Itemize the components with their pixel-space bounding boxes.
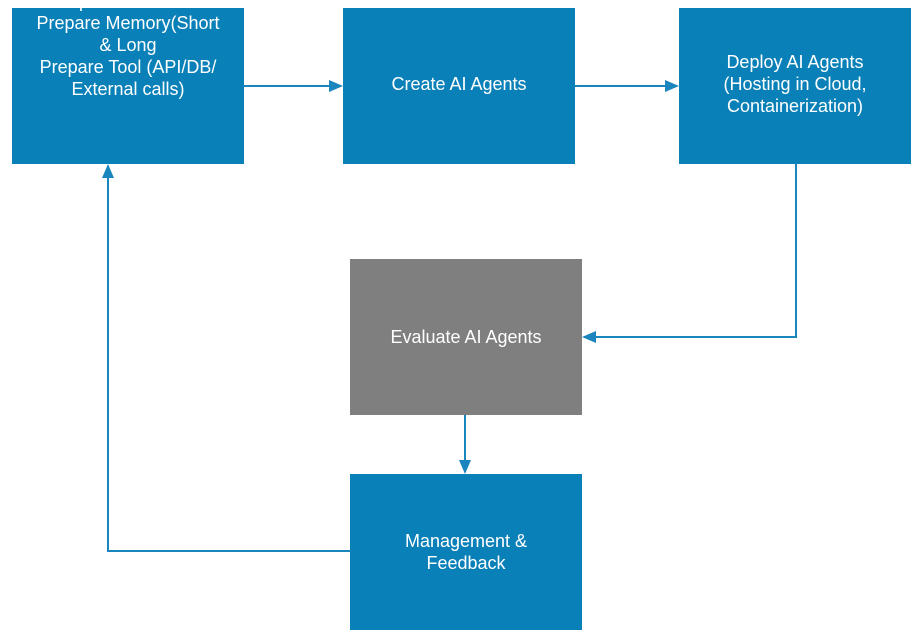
evaluate-node: Evaluate AI Agents (350, 259, 582, 415)
prepare-line-5: External calls) (71, 79, 185, 99)
deploy-line-1: Deploy AI Agents (726, 52, 864, 72)
deploy-line-2: (Hosting in Cloud, (723, 74, 867, 94)
deploy-node: Deploy AI Agents (Hosting in Cloud, Cont… (679, 8, 911, 164)
manage-line-2: Feedback (426, 553, 506, 573)
create-line-1: Create AI Agents (391, 74, 527, 94)
evaluate-line-1: Evaluate AI Agents (390, 327, 542, 347)
prepare-node: Prepare Data & LM Prepare Memory(Short &… (12, 0, 244, 164)
prepare-line-2: Prepare Memory(Short (36, 13, 220, 33)
prepare-line-1: Prepare Data & LM (50, 0, 206, 11)
manage-node: Management & Feedback (350, 474, 582, 630)
prepare-line-4: Prepare Tool (API/DB/ (39, 57, 217, 77)
prepare-line-3: & Long (99, 35, 157, 55)
arrow-deploy-to-evaluate (582, 164, 797, 343)
deploy-line-3: Containerization) (726, 96, 864, 116)
arrow-manage-to-prepare (102, 164, 350, 552)
manage-line-1: Management & (404, 531, 528, 551)
create-node: Create AI Agents (343, 8, 575, 164)
